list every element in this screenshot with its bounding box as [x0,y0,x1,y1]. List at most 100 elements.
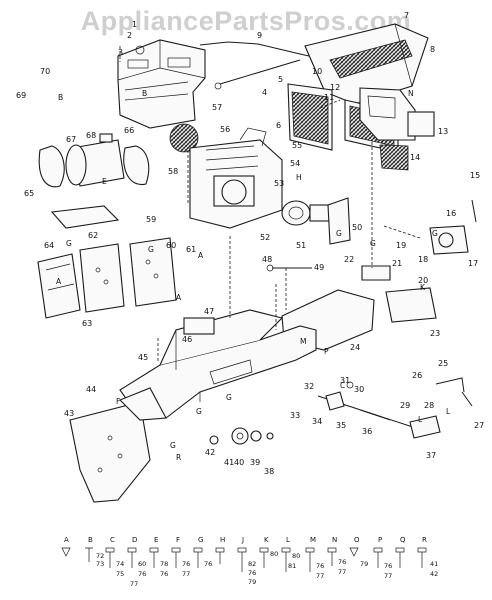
hardware-ref: 80 [292,552,300,560]
hardware-ref: 76 [182,560,190,568]
steering-bracket [429,199,477,255]
part-number-label: 53 [274,179,284,188]
part-number-label: 62 [88,231,98,240]
part-number-label: 17 [468,259,478,268]
part-number-label: 23 [430,329,440,338]
part-number-label: 5 [278,75,283,84]
part-number-label: 25 [438,359,448,368]
callout-letter: A [176,293,182,302]
callout-letter: M [300,337,306,346]
part-number-label: 16 [446,209,456,218]
hardware-letter: H [220,536,225,544]
callout-letter: P [324,347,329,356]
hardware-ref: 76 [248,569,256,577]
front-grille [379,144,409,171]
part-number-label: 13 [438,127,448,136]
callout-letter: C [340,381,345,390]
part-number-label: 42 [205,448,215,457]
battery-tray [385,287,437,323]
part-number-label: 39 [250,458,260,467]
hardware-ref: 41 [430,560,438,568]
hardware-legend: A B C D E F G H J K L M N O P Q R [61,536,438,588]
part-number-label: 38 [264,467,274,476]
idler-bracket [327,197,351,245]
dashboard-console [117,39,206,129]
callout-letter: G [148,245,154,254]
hardware-letter: O [354,536,360,544]
part-number-label: 33 [290,411,300,420]
hardware-ref: 76 [316,562,324,570]
mount-plate [361,265,391,281]
part-number-label: 43 [64,409,74,418]
steering-linkage [317,381,441,439]
callout-letter: L [418,415,423,424]
part-number-label: 57 [212,103,222,112]
part-number-label: 27 [474,421,484,430]
rear-hitch-plate [69,387,167,503]
side-panels [79,237,177,313]
callout-letter: R [176,453,181,462]
part-number-label: 37 [426,451,436,460]
part-number-label: 2 [127,31,132,40]
part-number-label: 34 [312,417,322,426]
part-number-label: 1 [132,20,137,29]
hardware-ref: 75 [116,570,124,578]
hardware-letter: K [264,536,269,544]
fuel-tank [65,133,125,187]
callout-letter: N [408,89,414,98]
hardware-ref: 77 [130,580,138,588]
part-number-label: 50 [352,223,362,232]
part-number-label: 12 [330,83,340,92]
hardware-ref: 82 [248,560,256,568]
hood-assembly [304,23,429,105]
hardware-ref: 79 [360,560,368,568]
part-number-label: 15 [470,171,480,180]
hardware-letter: M [310,536,316,544]
part-number-label: 66 [124,126,134,135]
hardware-ref: 77 [384,572,392,580]
part-number-label: 10 [312,67,322,76]
callout-letter: B [142,89,147,98]
part-number-label: 70 [40,67,50,76]
hardware-ref: 73 [96,560,104,568]
part-number-label: 26 [412,371,422,380]
hardware-ref: 76 [338,558,346,566]
part-number-label: 58 [168,167,178,176]
part-number-label: 4 [262,88,267,97]
part-number-label: 52 [260,233,270,242]
wheel-hardware [209,427,274,445]
hardware-letter: C [110,536,115,544]
part-number-label: 35 [336,421,346,430]
dash-panel [359,87,435,141]
part-number-label: 54 [290,159,300,168]
part-number-label: 60 [166,241,176,250]
part-number-label: 32 [304,382,314,391]
drag-link [435,377,465,393]
choke-rod [219,59,301,85]
part-number-label: 46 [182,335,192,344]
part-number-label: 30 [354,385,364,394]
part-number-label: 21 [392,259,402,268]
hardware-letter: D [132,536,137,544]
hardware-ref: 60 [138,560,146,568]
part-number-label: 41 [224,458,234,467]
callout-letter: F [116,397,120,406]
part-number-label: 45 [138,353,148,362]
part-number-label: 48 [262,255,272,264]
callout-letter: A [56,277,62,286]
part-number-label: 68 [86,131,96,140]
right-headlight [123,145,150,186]
part-number-label: 14 [410,153,420,162]
hardware-letter: L [286,536,290,544]
hardware-ref: 76 [160,570,168,578]
part-number-label: 29 [400,401,410,410]
callout-letter: E [102,177,107,186]
hardware-letter: Q [400,536,406,544]
part-number-label: 56 [220,125,230,134]
part-number-label: 18 [418,255,428,264]
hardware-letter: G [198,536,203,544]
hardware-ref: 74 [116,560,124,568]
hardware-letter: J [241,536,244,544]
hardware-letter: F [176,536,180,544]
